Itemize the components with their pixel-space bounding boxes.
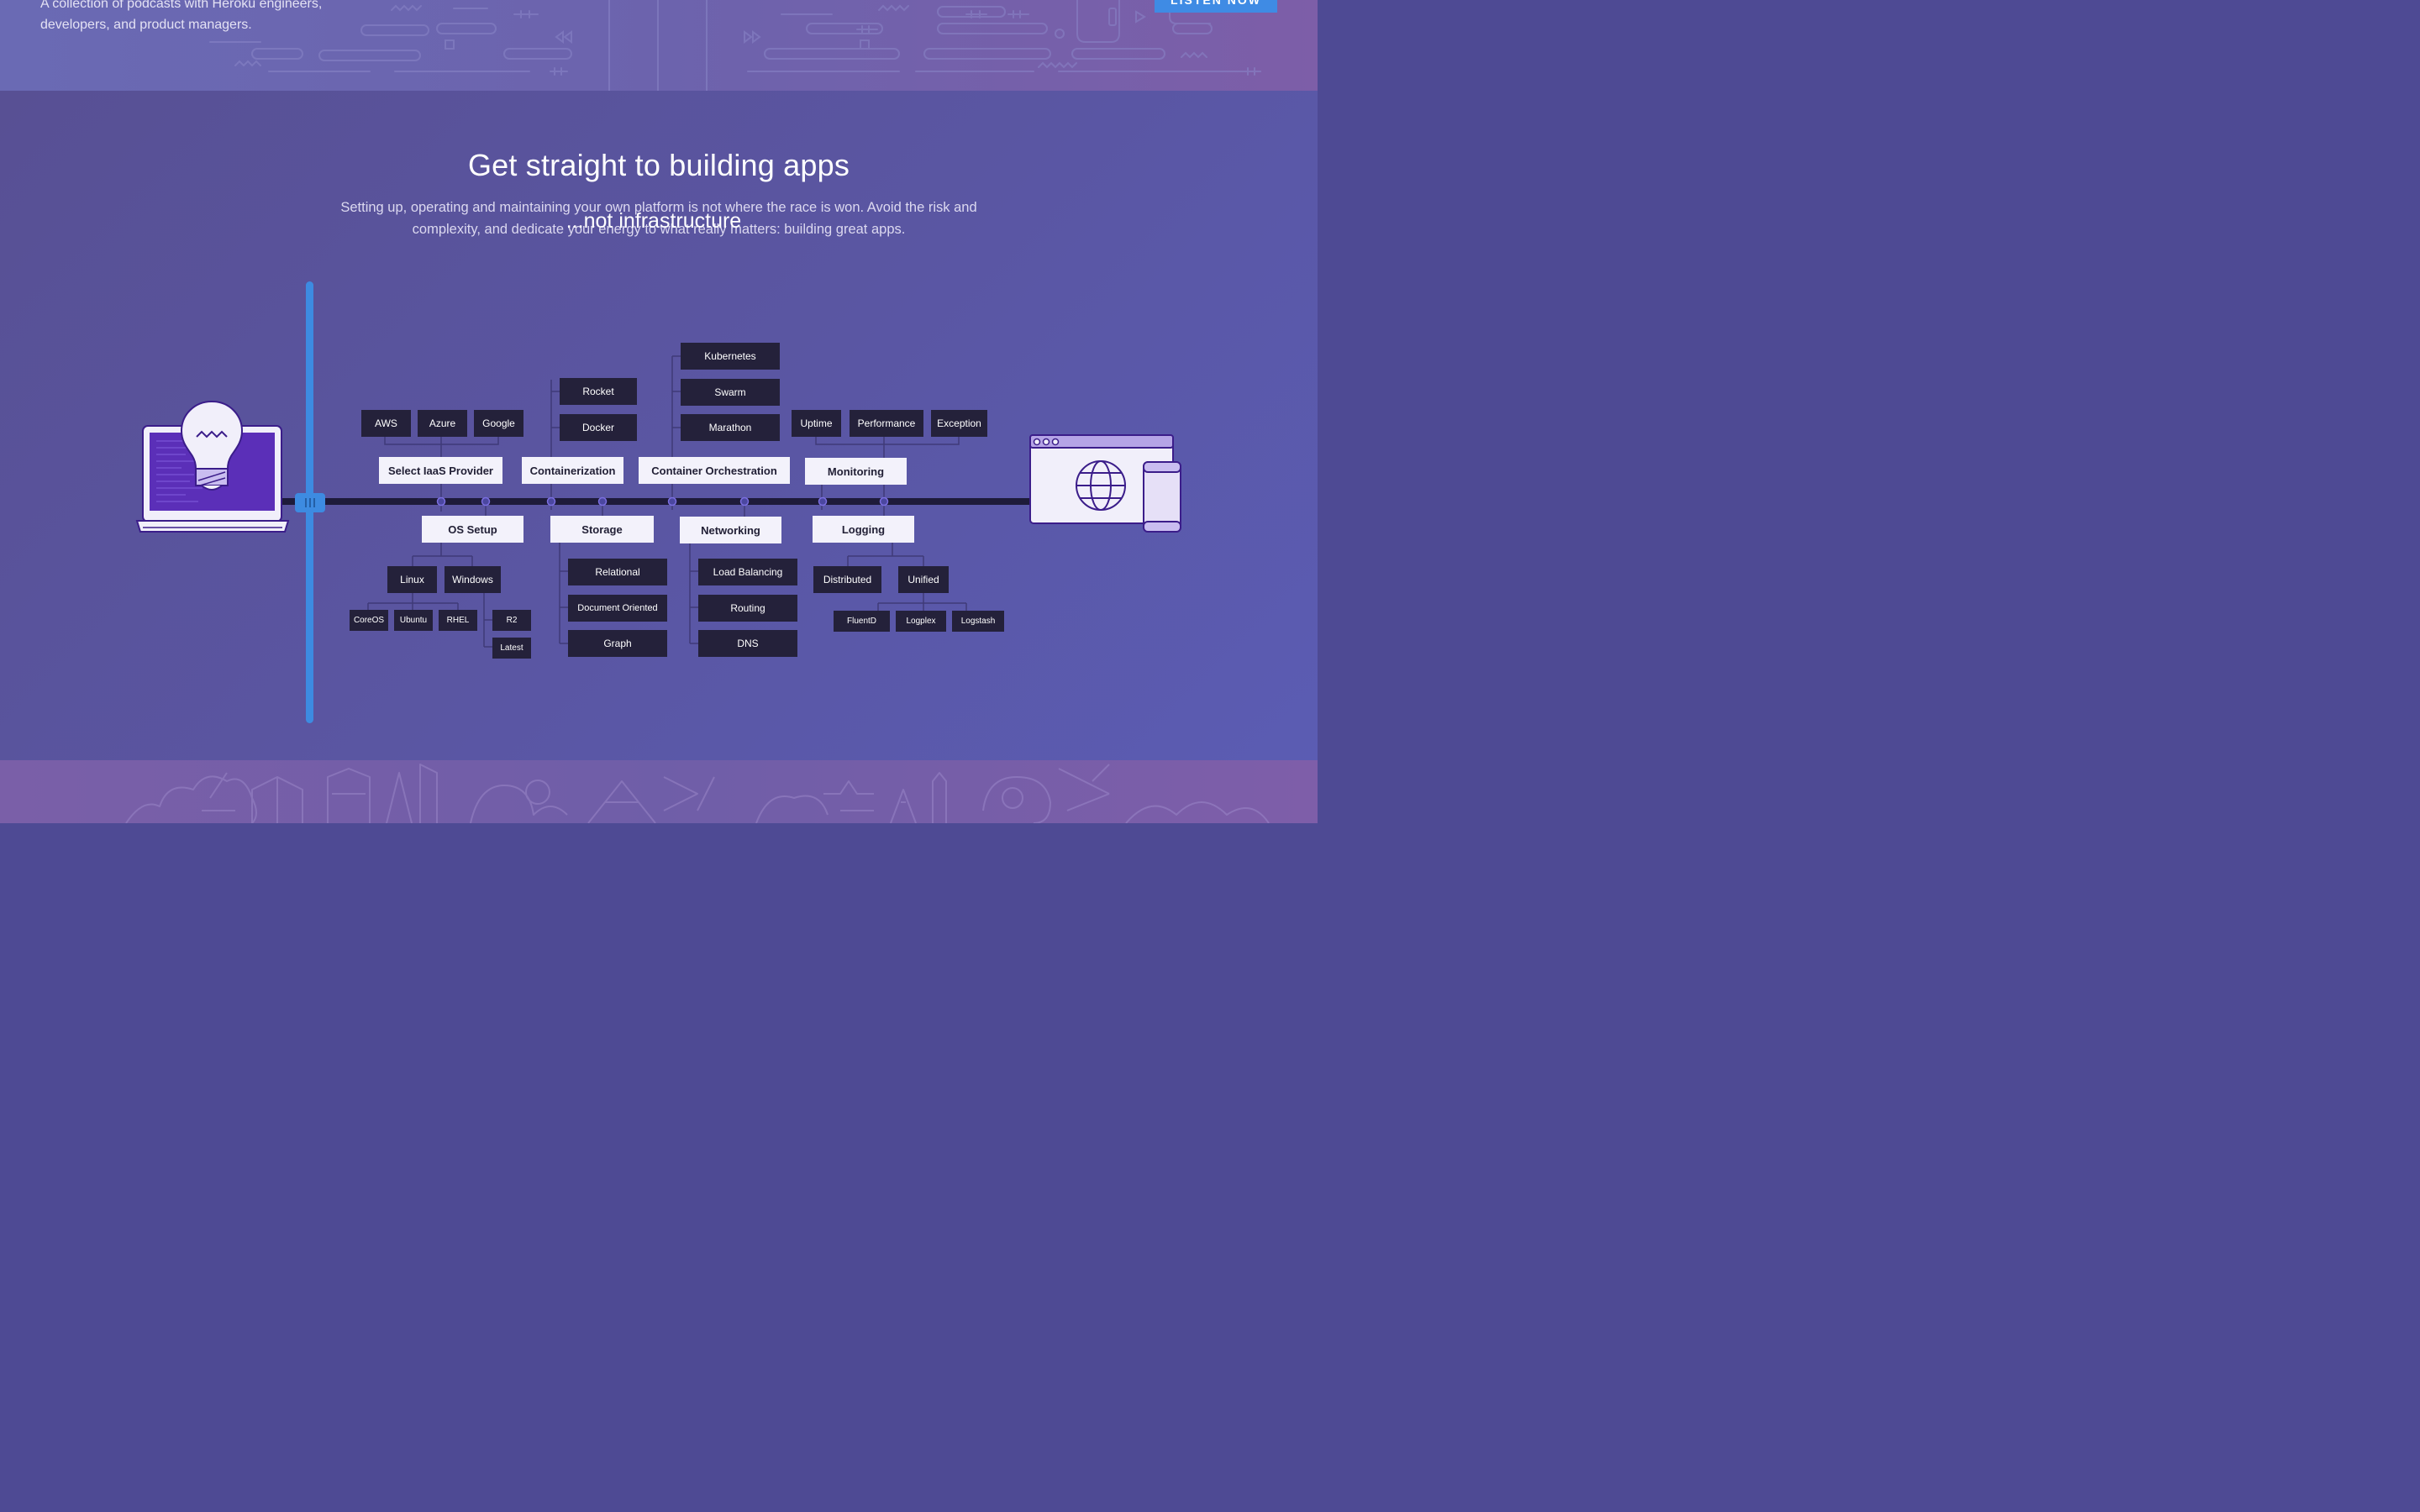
item-rocket: Rocket [560, 378, 637, 405]
item-latest: Latest [492, 638, 531, 659]
item-google: Google [474, 410, 523, 437]
category-networking: Networking [680, 517, 781, 543]
item-graph: Graph [568, 630, 667, 657]
item-fluentd: FluentD [834, 611, 890, 632]
item-aws: AWS [361, 410, 411, 437]
item-kubernetes: Kubernetes [681, 343, 780, 370]
item-exception: Exception [931, 410, 987, 437]
item-load-balancing: Load Balancing [698, 559, 797, 585]
item-rhel: RHEL [439, 610, 477, 631]
laptop-lightbulb-icon [135, 400, 290, 533]
item-docker: Docker [560, 414, 637, 441]
section-subtitle: Setting up, operating and maintaining yo… [340, 200, 977, 237]
item-azure: Azure [418, 410, 467, 437]
item-routing: Routing [698, 595, 797, 622]
category-monitoring: Monitoring [805, 458, 907, 485]
item-swarm: Swarm [681, 379, 780, 406]
podcast-band: A collection of podcasts with Heroku eng… [0, 0, 1318, 91]
listen-now-button[interactable]: LISTEN NOW [1155, 0, 1277, 13]
item-performance: Performance [850, 410, 923, 437]
category-containerization: Containerization [522, 457, 623, 484]
category-select-iaas-provider: Select IaaS Provider [379, 457, 502, 484]
item-document-oriented: Document Oriented [568, 595, 667, 622]
item-ubuntu: Ubuntu [394, 610, 433, 631]
item-logplex: Logplex [896, 611, 946, 632]
circuit-pattern-decoration [209, 0, 1261, 91]
item-unified: Unified [898, 566, 949, 593]
browser-globe-mobile-icon [1029, 434, 1181, 533]
diagram-title: ...not infrastructure [566, 209, 742, 233]
podcast-description: A collection of podcasts with Heroku eng… [40, 0, 323, 32]
item-linux: Linux [387, 566, 437, 593]
item-windows: Windows [445, 566, 501, 593]
category-logging: Logging [813, 516, 914, 543]
item-dns: DNS [698, 630, 797, 657]
item-logstash: Logstash [952, 611, 1004, 632]
timeline-slider-handle[interactable] [295, 493, 325, 512]
infrastructure-diagram [135, 355, 1181, 648]
category-storage: Storage [550, 516, 654, 543]
section-title: Get straight to building apps [467, 148, 850, 182]
item-uptime: Uptime [792, 410, 841, 437]
city-landscape-decoration [125, 764, 1270, 823]
category-os-setup: OS Setup [422, 516, 523, 543]
item-distributed: Distributed [813, 566, 881, 593]
item-marathon: Marathon [681, 414, 780, 441]
item-r2: R2 [492, 610, 531, 631]
item-coreos: CoreOS [350, 610, 388, 631]
item-relational: Relational [568, 559, 667, 585]
footer-illustration-band [0, 760, 1318, 823]
category-container-orchestration: Container Orchestration [639, 457, 790, 484]
